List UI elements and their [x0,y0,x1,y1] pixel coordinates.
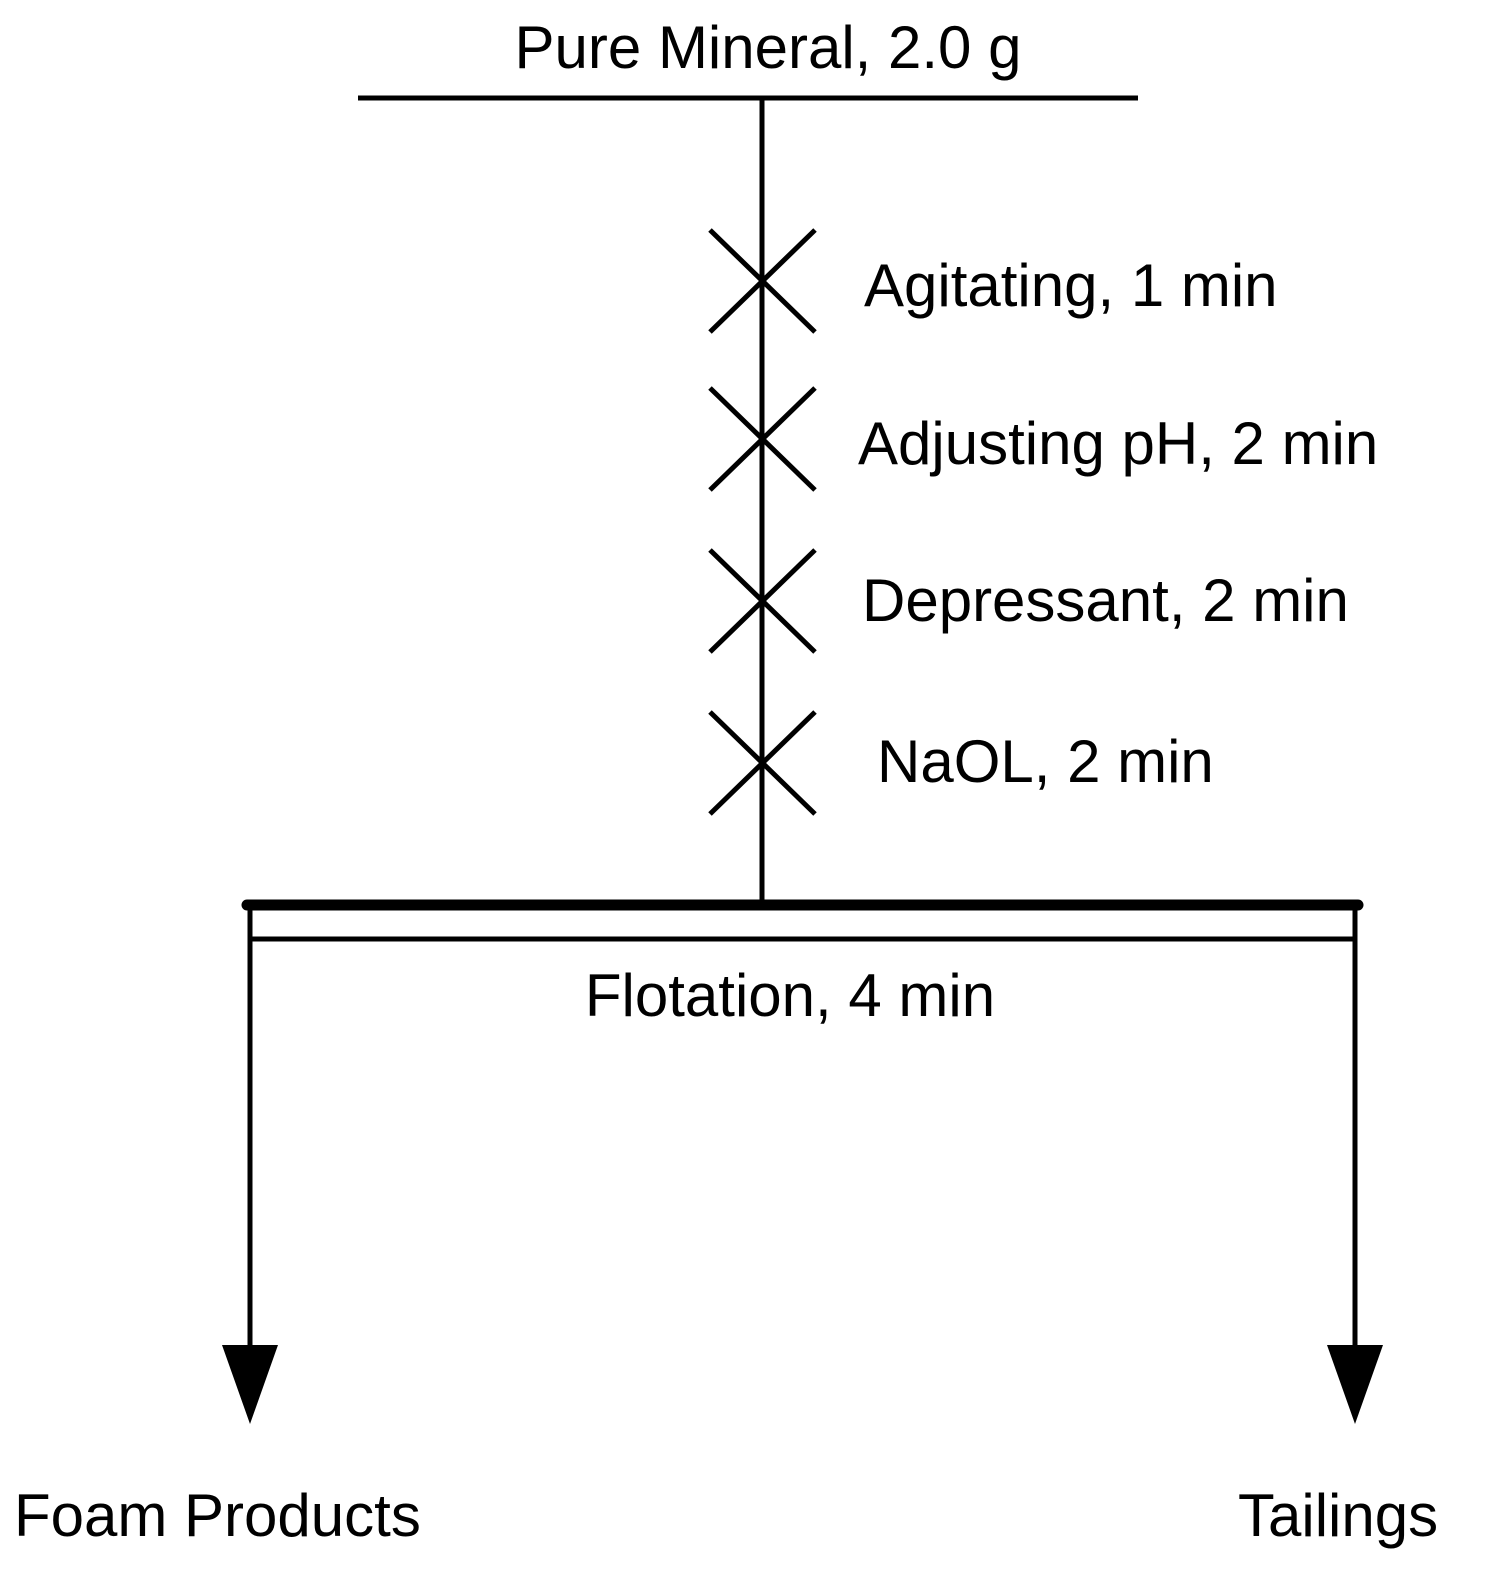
flotation-label: Flotation, 4 min [584,962,996,1029]
step-label-depressant: Depressant, 2 min [862,567,1349,634]
feed-label: Pure Mineral, 2.0 g [514,14,1022,81]
tailings-arrowhead [1327,1345,1383,1424]
step-marker-adjusting-ph [708,386,817,492]
step-marker-agitating [708,228,817,334]
tailings-label: Tailings [1238,1482,1439,1549]
step-marker-naol [708,710,817,816]
step-label-agitating: Agitating, 1 min [864,252,1278,319]
foam-arrowhead [222,1345,278,1424]
step-label-naol: NaOL, 2 min [877,728,1214,795]
step-label-adjusting-ph: Adjusting pH, 2 min [858,410,1379,477]
step-marker-depressant [708,548,817,654]
foam-products-label: Foam Products [14,1482,421,1549]
